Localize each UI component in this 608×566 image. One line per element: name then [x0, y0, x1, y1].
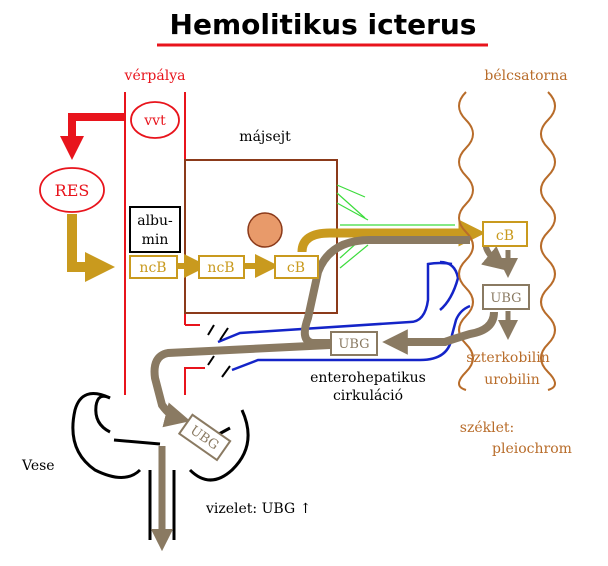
ubg-box-gut: UBG [482, 284, 530, 310]
brown-arrow-ubg-reabsorption [382, 311, 498, 355]
sterkobilin-label: szterkobilin [466, 350, 550, 366]
szeklet-label-line1: széklet: [460, 420, 514, 436]
res-node [39, 167, 105, 213]
ligature-marks [207, 324, 231, 378]
vvt-node [130, 101, 180, 139]
kidney [71, 392, 250, 540]
albumin-box [129, 206, 181, 253]
diagram-title: Hemolitikus icterus [170, 8, 477, 41]
ncb-box-2: ncB [198, 255, 245, 279]
ubg-label-portal: UBG [338, 337, 369, 352]
vese-label: Vese [21, 458, 55, 474]
gold-arrow-cb-to-gut [297, 219, 486, 253]
renal-artery [184, 367, 205, 395]
gold-arrow-res-to-ncb [67, 214, 115, 282]
enterohep-label-line1: enterohepatikus [310, 370, 426, 386]
cb-label-liver: cB [287, 260, 305, 276]
red-arrow-vvt-to-res [60, 113, 125, 160]
albumin-label-line1: albu- [137, 213, 173, 229]
ncb-label-2: ncB [207, 260, 234, 276]
vvt-label: vvt [143, 113, 166, 129]
portal-vessel [217, 260, 471, 372]
cb-box-gut: cB [482, 221, 528, 247]
belcsatorna-label: bélcsatorna [484, 68, 567, 84]
verpalya-label: vérpálya [124, 68, 186, 84]
majsejt-label: májsejt [239, 129, 291, 145]
ubg-box-kidney: UBG [177, 413, 232, 462]
brown-path-ubg-to-kidney [150, 341, 331, 428]
bile-canaliculi [336, 184, 455, 269]
szeklet-label-line2: pleiochrom [492, 441, 572, 457]
albumin-label-line2: min [142, 232, 169, 248]
ubg-box-portal: UBG [330, 331, 378, 356]
ncb-label-1: ncB [139, 260, 166, 276]
ubg-label-gut: UBG [490, 291, 521, 306]
liver-cell-nucleus [247, 212, 283, 248]
enterohep-label-line2: cirkuláció [333, 388, 403, 404]
res-label: RES [55, 181, 90, 200]
gut-right-wall [540, 91, 556, 391]
vizelet-label: vizelet: UBG ↑ [205, 501, 311, 517]
cb-box-liver: cB [274, 255, 319, 279]
urobilin-label: urobilin [484, 372, 540, 388]
cb-label-gut: cB [496, 228, 514, 244]
ncb-box-1: ncB [129, 255, 178, 279]
gut-left-wall [458, 91, 474, 391]
